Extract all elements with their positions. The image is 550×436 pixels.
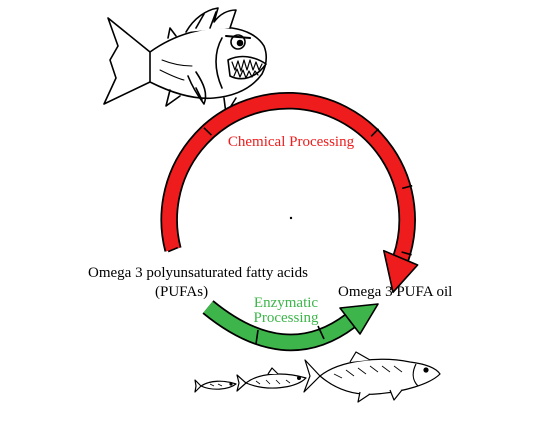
- product-label: Omega 3 PUFA oil: [338, 284, 452, 300]
- center-dot: [289, 216, 293, 220]
- small-fish-group-icon: [194, 351, 441, 403]
- angry-fish-icon: [103, 7, 267, 115]
- enzymatic-label-line1: Enzymatic: [254, 295, 318, 311]
- enzymatic-processing-arrow: [202, 300, 379, 352]
- source-label-line2: (PUFAs): [155, 284, 208, 300]
- chemical-processing-label: Chemical Processing: [228, 134, 355, 150]
- chemical-processing-arrow: [160, 91, 419, 294]
- fish-medium-icon: [236, 367, 307, 392]
- source-label-line1: Omega 3 polyunsaturated fatty acids: [88, 265, 308, 281]
- enzymatic-label-line2: Processing: [254, 310, 319, 326]
- fish-small-icon: [194, 379, 237, 393]
- fish-large-icon: [303, 351, 441, 403]
